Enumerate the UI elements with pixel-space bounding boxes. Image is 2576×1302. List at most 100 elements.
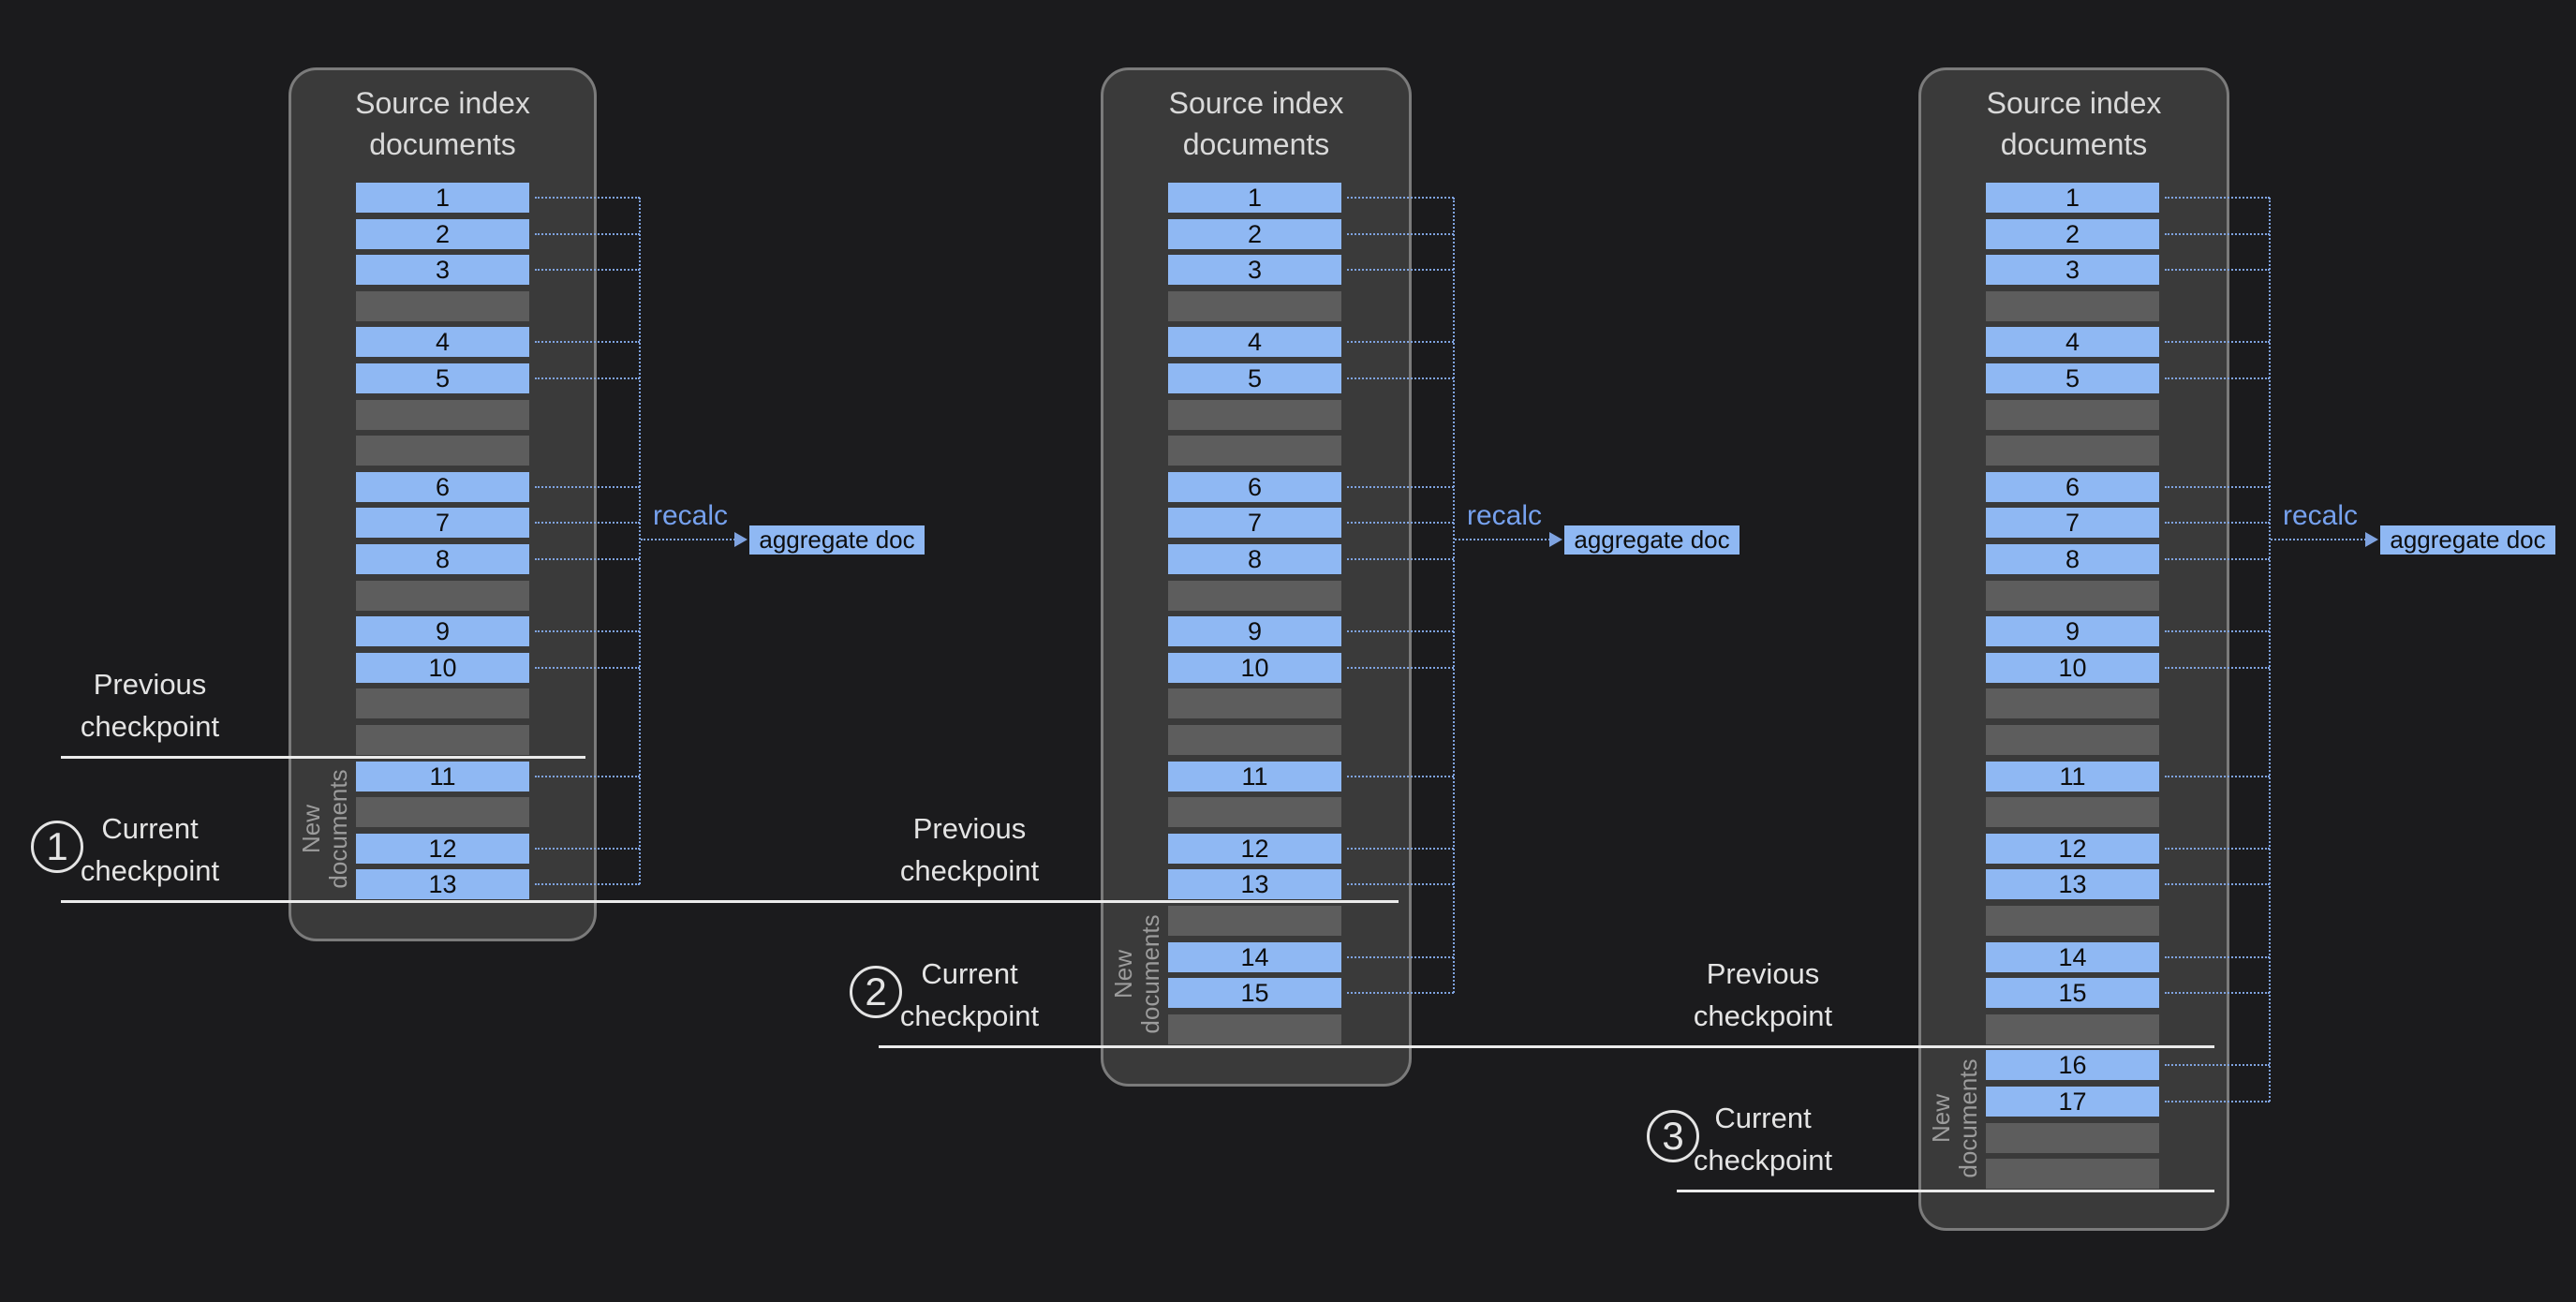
- new-documents-label-line2: documents: [324, 769, 352, 889]
- doc-bar: 7: [1986, 508, 2159, 539]
- doc-number: 6: [2065, 472, 2080, 501]
- doc-bar: 3: [1986, 255, 2159, 286]
- gap-bar: [1168, 725, 1341, 755]
- gap-bar: [1986, 797, 2159, 828]
- panel-title-line1: Source index: [1168, 86, 1344, 120]
- doc-connector-line: [2165, 992, 2270, 995]
- aggregate-doc-box: aggregate doc: [749, 525, 925, 555]
- doc-number: 3: [435, 256, 451, 285]
- doc-connector-line: [535, 485, 640, 488]
- doc-bar: 1: [356, 183, 529, 213]
- doc-bar: 10: [1168, 652, 1341, 683]
- gap-bar: [356, 688, 529, 719]
- doc-connector-line: [535, 666, 640, 669]
- current-checkpoint-line: [61, 900, 1399, 904]
- panel-title-line1: Source index: [1986, 86, 2162, 120]
- doc-connector-line: [1347, 197, 1454, 199]
- current-checkpoint-label-line1: Current: [921, 956, 1018, 990]
- doc-connector-line: [2165, 377, 2270, 379]
- doc-connector-line: [2165, 666, 2270, 669]
- previous-checkpoint-label-line2: checkpoint: [899, 854, 1040, 888]
- doc-connector-line: [2165, 522, 2270, 525]
- previous-checkpoint-label-line2: checkpoint: [80, 710, 220, 743]
- doc-number: 2: [435, 219, 451, 248]
- doc-bar: 9: [1168, 616, 1341, 647]
- panel-title-line2: documents: [1182, 127, 1330, 161]
- doc-bar: 17: [1986, 1087, 2159, 1117]
- doc-connector-line: [2165, 1064, 2270, 1067]
- doc-number: 5: [1247, 364, 1263, 392]
- doc-connector-line: [1347, 269, 1454, 272]
- gap-bar: [1168, 1013, 1341, 1044]
- doc-connector-line: [2165, 269, 2270, 272]
- doc-number: 14: [2058, 942, 2087, 971]
- doc-bar: 6: [1168, 471, 1341, 502]
- recalc-arrowhead: [1549, 532, 1562, 547]
- gap-bar: [1986, 399, 2159, 430]
- gap-bar: [1168, 797, 1341, 828]
- doc-bar: 13: [1168, 869, 1341, 900]
- doc-bar: 2: [356, 218, 529, 249]
- previous-checkpoint-label-line2: checkpoint: [1693, 999, 1833, 1032]
- doc-number: 7: [2065, 509, 2080, 538]
- step-circle-1: 1: [31, 821, 83, 874]
- previous-checkpoint-label-line1: Previous: [93, 668, 207, 701]
- doc-bar: 4: [356, 327, 529, 358]
- doc-connector-line: [535, 269, 640, 272]
- gap-bar: [1986, 580, 2159, 611]
- doc-bar: 11: [1986, 761, 2159, 792]
- doc-connector-line: [1347, 992, 1454, 995]
- doc-number: 7: [1247, 509, 1263, 538]
- recalc-label: recalc: [1467, 500, 1543, 531]
- gap-bar: [356, 290, 529, 321]
- doc-bar: 11: [356, 761, 529, 792]
- doc-connector-line: [2165, 558, 2270, 560]
- doc-bar: 12: [356, 833, 529, 864]
- doc-number: 12: [428, 834, 457, 863]
- doc-number: 10: [428, 653, 457, 682]
- doc-connector-line: [1347, 485, 1454, 488]
- doc-connector-line: [1347, 377, 1454, 379]
- new-documents-label-line1: New: [1927, 1094, 1955, 1144]
- doc-bar: 4: [1168, 327, 1341, 358]
- doc-connector-line: [1347, 955, 1454, 958]
- doc-number: 14: [1240, 942, 1269, 971]
- doc-connector-line: [1347, 341, 1454, 344]
- doc-connector-line: [535, 847, 640, 850]
- collector-line: [2269, 198, 2271, 1102]
- gap-bar: [1986, 906, 2159, 936]
- doc-number: 16: [2058, 1051, 2087, 1080]
- doc-number: 15: [1240, 979, 1269, 1008]
- panel-title-line2: documents: [369, 127, 516, 161]
- doc-connector-line: [535, 775, 640, 777]
- doc-connector-line: [2165, 197, 2270, 199]
- doc-connector-line: [2165, 883, 2270, 886]
- current-checkpoint-label-line1: Current: [1714, 1102, 1812, 1135]
- step-circle-2: 2: [850, 965, 902, 1018]
- doc-bar: 9: [1986, 616, 2159, 647]
- doc-bar: 9: [356, 616, 529, 647]
- gap-bar: [1986, 436, 2159, 466]
- doc-connector-line: [2165, 630, 2270, 633]
- doc-bar: 6: [356, 471, 529, 502]
- doc-bar: 16: [1986, 1050, 2159, 1081]
- doc-number: 13: [1240, 870, 1269, 899]
- gap-bar: [356, 725, 529, 755]
- doc-connector-line: [2165, 1101, 2270, 1102]
- gap-bar: [1168, 436, 1341, 466]
- doc-number: 13: [428, 870, 457, 899]
- doc-number: 9: [2065, 617, 2080, 646]
- recalc-arrow: [2271, 539, 2366, 540]
- doc-number: 3: [1247, 256, 1263, 285]
- doc-connector-line: [535, 630, 640, 633]
- recalc-label: recalc: [653, 500, 729, 531]
- gap-bar: [1986, 1013, 2159, 1044]
- doc-connector-line: [535, 883, 640, 886]
- gap-bar: [1986, 725, 2159, 755]
- panel-title-line1: Source index: [355, 86, 530, 120]
- doc-bar: 8: [1986, 544, 2159, 574]
- doc-number: 10: [1240, 653, 1269, 682]
